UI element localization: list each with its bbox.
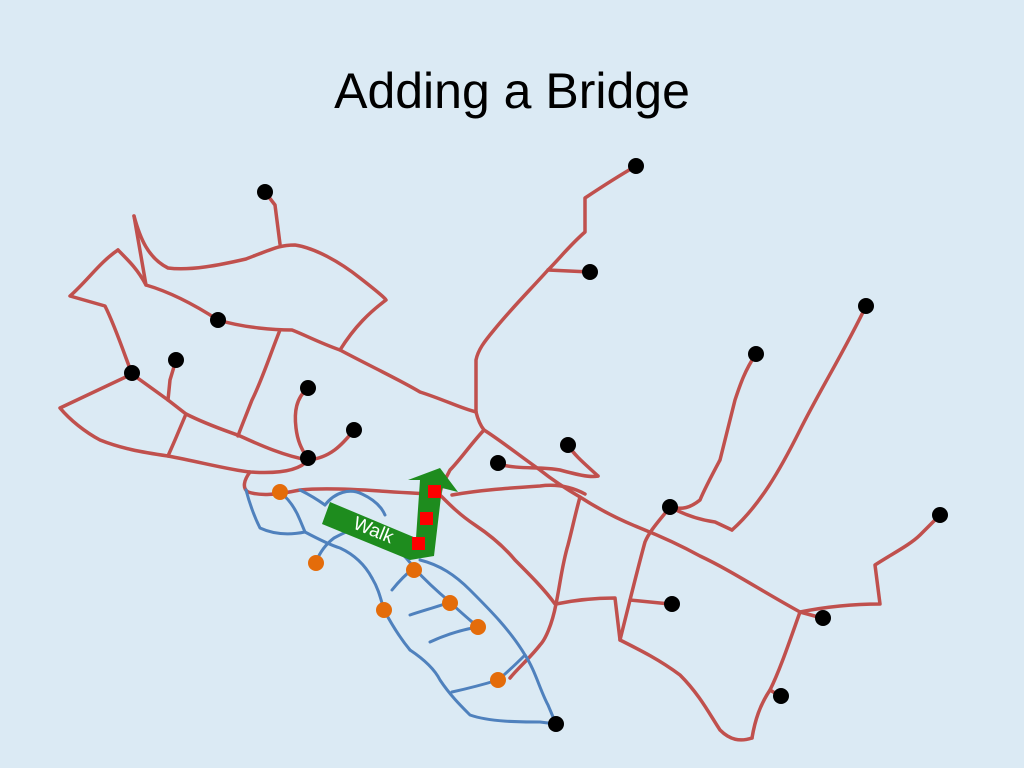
orange-node bbox=[308, 555, 324, 571]
red-road bbox=[132, 214, 148, 287]
black-node bbox=[664, 596, 680, 612]
black-node bbox=[257, 184, 273, 200]
red-road bbox=[474, 164, 638, 414]
red-road-network bbox=[58, 164, 942, 742]
black-node bbox=[582, 264, 598, 280]
black-node bbox=[548, 716, 564, 732]
black-node bbox=[815, 610, 831, 626]
blue-road bbox=[303, 530, 374, 580]
black-node bbox=[560, 437, 576, 453]
orange-node bbox=[470, 619, 486, 635]
red-road bbox=[508, 495, 582, 680]
walk-square bbox=[428, 485, 441, 498]
red-road bbox=[730, 304, 868, 532]
red-road bbox=[132, 214, 388, 352]
blue-road bbox=[418, 558, 527, 657]
black-node bbox=[932, 507, 948, 523]
red-road bbox=[578, 495, 942, 614]
black-node bbox=[628, 158, 644, 174]
black-node bbox=[168, 352, 184, 368]
orange-node bbox=[442, 595, 458, 611]
blue-road bbox=[244, 488, 307, 536]
walk-square bbox=[420, 512, 433, 525]
red-road bbox=[768, 610, 824, 692]
black-node bbox=[300, 380, 316, 396]
red-road bbox=[450, 483, 587, 497]
black-nodes bbox=[124, 158, 948, 732]
red-road bbox=[116, 248, 478, 414]
red-road bbox=[618, 505, 672, 642]
black-node bbox=[300, 450, 316, 466]
red-road bbox=[130, 372, 310, 462]
blue-road bbox=[408, 648, 558, 726]
black-node bbox=[124, 365, 140, 381]
orange-node bbox=[272, 484, 288, 500]
blue-road bbox=[523, 653, 558, 726]
black-node bbox=[858, 298, 874, 314]
red-road bbox=[554, 596, 754, 742]
slide-title: Adding a Bridge bbox=[334, 63, 690, 119]
orange-nodes bbox=[272, 484, 506, 688]
blue-road bbox=[298, 488, 327, 507]
black-node bbox=[773, 688, 789, 704]
red-road bbox=[68, 248, 134, 376]
black-node bbox=[490, 455, 506, 471]
black-node bbox=[210, 312, 226, 328]
black-node bbox=[748, 346, 764, 362]
orange-node bbox=[406, 562, 422, 578]
blue-network bbox=[244, 488, 558, 726]
blue-road bbox=[323, 489, 387, 517]
orange-node bbox=[490, 672, 506, 688]
walk-square bbox=[412, 537, 425, 550]
black-node bbox=[346, 422, 362, 438]
red-road bbox=[496, 462, 600, 479]
red-road bbox=[668, 352, 758, 511]
red-road bbox=[293, 386, 310, 462]
red-road bbox=[668, 505, 734, 532]
black-node bbox=[662, 499, 678, 515]
walk-arrow: Walk bbox=[322, 468, 458, 560]
red-road bbox=[628, 598, 672, 606]
red-road bbox=[438, 493, 557, 606]
red-road bbox=[166, 412, 188, 458]
walk-arrow-shape bbox=[322, 468, 458, 560]
red-road bbox=[263, 190, 282, 246]
red-road bbox=[482, 428, 582, 499]
red-road bbox=[58, 372, 310, 475]
orange-node bbox=[376, 602, 392, 618]
red-road bbox=[236, 328, 282, 438]
